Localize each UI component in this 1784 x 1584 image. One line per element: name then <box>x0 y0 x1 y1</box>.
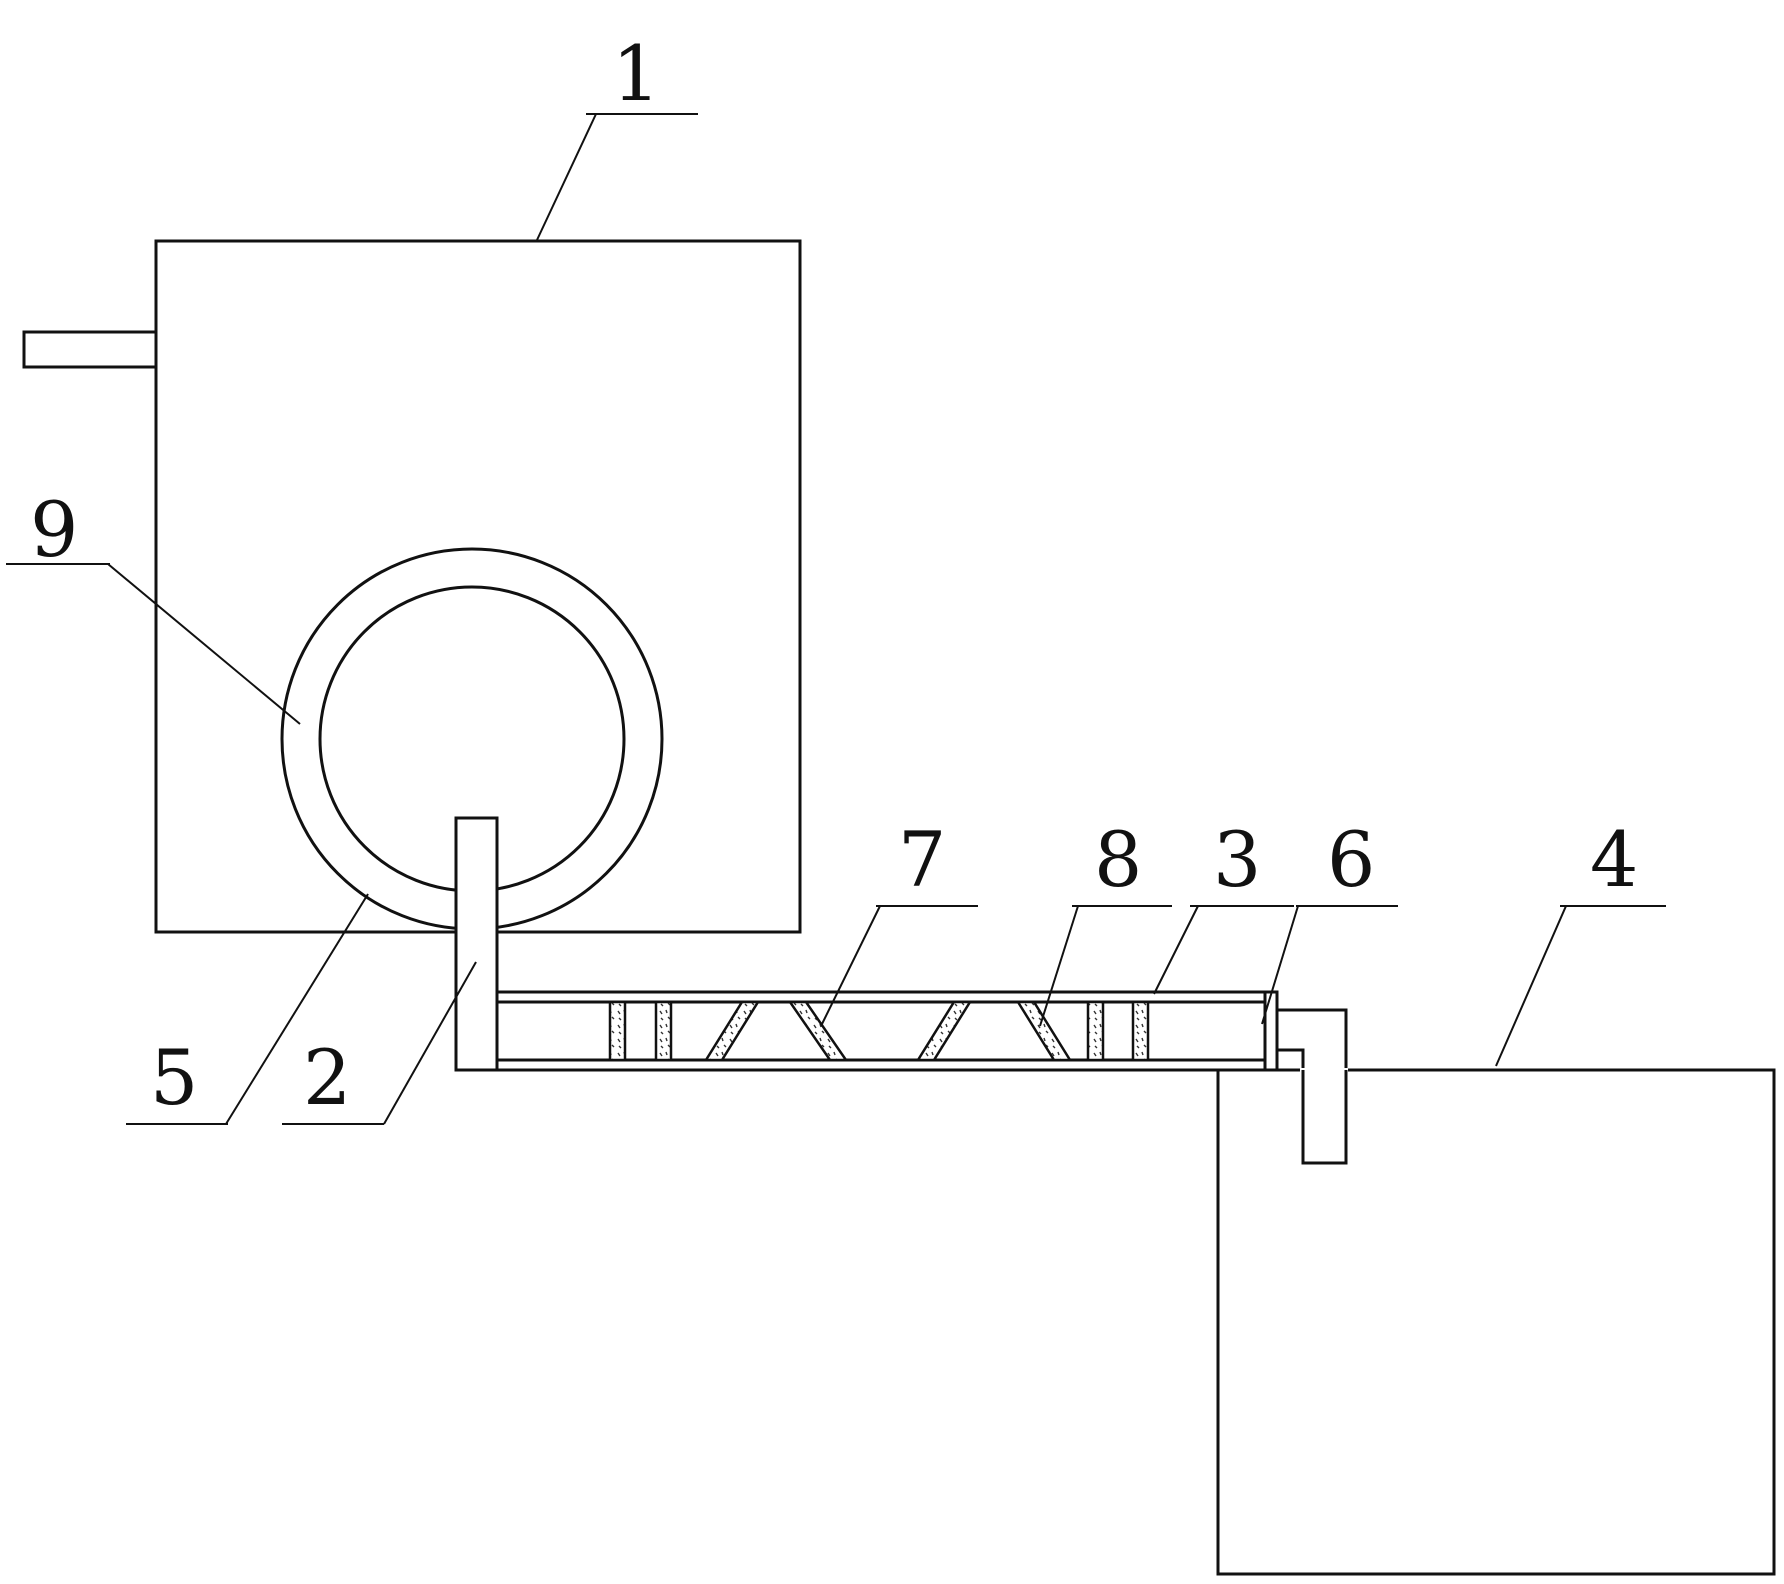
outlet-elbow <box>1277 1008 1348 1165</box>
label-3: 3 <box>1213 815 1261 904</box>
label-6: 6 <box>1327 815 1375 904</box>
leader-3 <box>1153 905 1199 995</box>
label-group-6: 6 <box>1261 815 1398 1025</box>
blade-d <box>1015 1000 1073 1062</box>
screen-b <box>654 1000 673 1062</box>
blade-a <box>703 1000 761 1062</box>
label-group-8: 8 <box>1039 815 1172 1027</box>
end-plate-6 <box>1263 990 1279 1072</box>
screen-a <box>608 1000 627 1062</box>
label-8: 8 <box>1094 815 1142 904</box>
label-group-1: 1 <box>536 29 698 241</box>
label-5: 5 <box>150 1033 198 1122</box>
label-group-3: 3 <box>1153 815 1294 995</box>
label-group-5: 5 <box>126 893 369 1125</box>
label-group-2: 2 <box>282 961 477 1125</box>
tank-opening <box>1300 1068 1348 1074</box>
leader-5 <box>225 893 369 1125</box>
label-group-7: 7 <box>821 815 978 1025</box>
label-4: 4 <box>1590 815 1638 904</box>
leader-4 <box>1495 905 1567 1067</box>
leader-6 <box>1261 905 1299 1025</box>
screens-8 <box>608 1000 1150 1062</box>
label-1: 1 <box>612 29 660 118</box>
leader-1 <box>536 113 597 241</box>
label-group-9: 9 <box>6 485 301 725</box>
screen-c <box>1086 1000 1105 1062</box>
blade-c <box>915 1000 973 1062</box>
label-7: 7 <box>898 815 946 904</box>
screen-d <box>1131 1000 1150 1062</box>
label-9: 9 <box>30 485 78 574</box>
spiral-blades-7 <box>703 1000 1073 1062</box>
label-2: 2 <box>303 1033 351 1122</box>
blade-b <box>787 1000 849 1062</box>
inlet-pipe <box>22 330 158 369</box>
leader-8 <box>1039 905 1079 1027</box>
lower-tank-4 <box>1216 1068 1776 1576</box>
label-group-4: 4 <box>1495 815 1666 1067</box>
leader-2 <box>383 961 477 1125</box>
riser-pipe-2 <box>454 816 499 1072</box>
leader-7 <box>821 905 881 1025</box>
leader-9 <box>107 563 301 725</box>
